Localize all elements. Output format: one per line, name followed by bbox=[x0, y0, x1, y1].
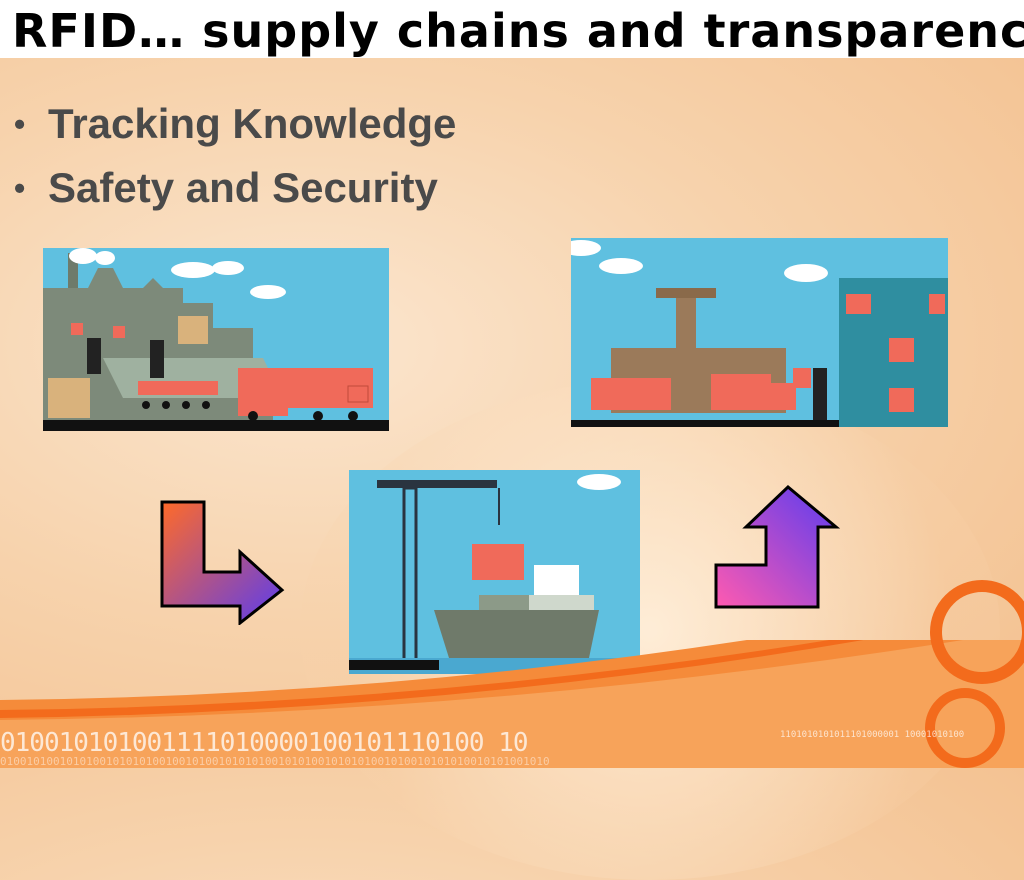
title-bar: RFID… supply chains and transparency bbox=[0, 0, 1024, 58]
ship-illustration bbox=[349, 470, 640, 674]
ring-decoration bbox=[925, 688, 1005, 768]
bullet-dot: • bbox=[14, 106, 26, 142]
binary-text: 010010101001111010000100101110100 10 bbox=[0, 728, 529, 758]
binary-text-faint: 0100101001010100101010100100101001010101… bbox=[0, 755, 550, 768]
warehouse-illustration bbox=[571, 238, 948, 427]
bullet-item: • Tracking Knowledge bbox=[14, 92, 456, 156]
bottom-wave bbox=[0, 640, 1024, 768]
bullet-dot: • bbox=[14, 170, 26, 206]
factory-illustration bbox=[43, 248, 389, 431]
ring-decoration bbox=[930, 580, 1024, 684]
slide-title: RFID… supply chains and transparency bbox=[12, 4, 1024, 58]
bullet-text: Safety and Security bbox=[48, 164, 438, 211]
arrow-up-right-icon bbox=[712, 484, 841, 610]
bullet-list: • Tracking Knowledge • Safety and Securi… bbox=[14, 92, 456, 220]
bullet-item: • Safety and Security bbox=[14, 156, 456, 220]
arrow-down-right-icon bbox=[160, 500, 285, 627]
bullet-text: Tracking Knowledge bbox=[48, 100, 457, 147]
binary-text-small: 1101010101011101000001 10001010100 bbox=[780, 730, 965, 740]
